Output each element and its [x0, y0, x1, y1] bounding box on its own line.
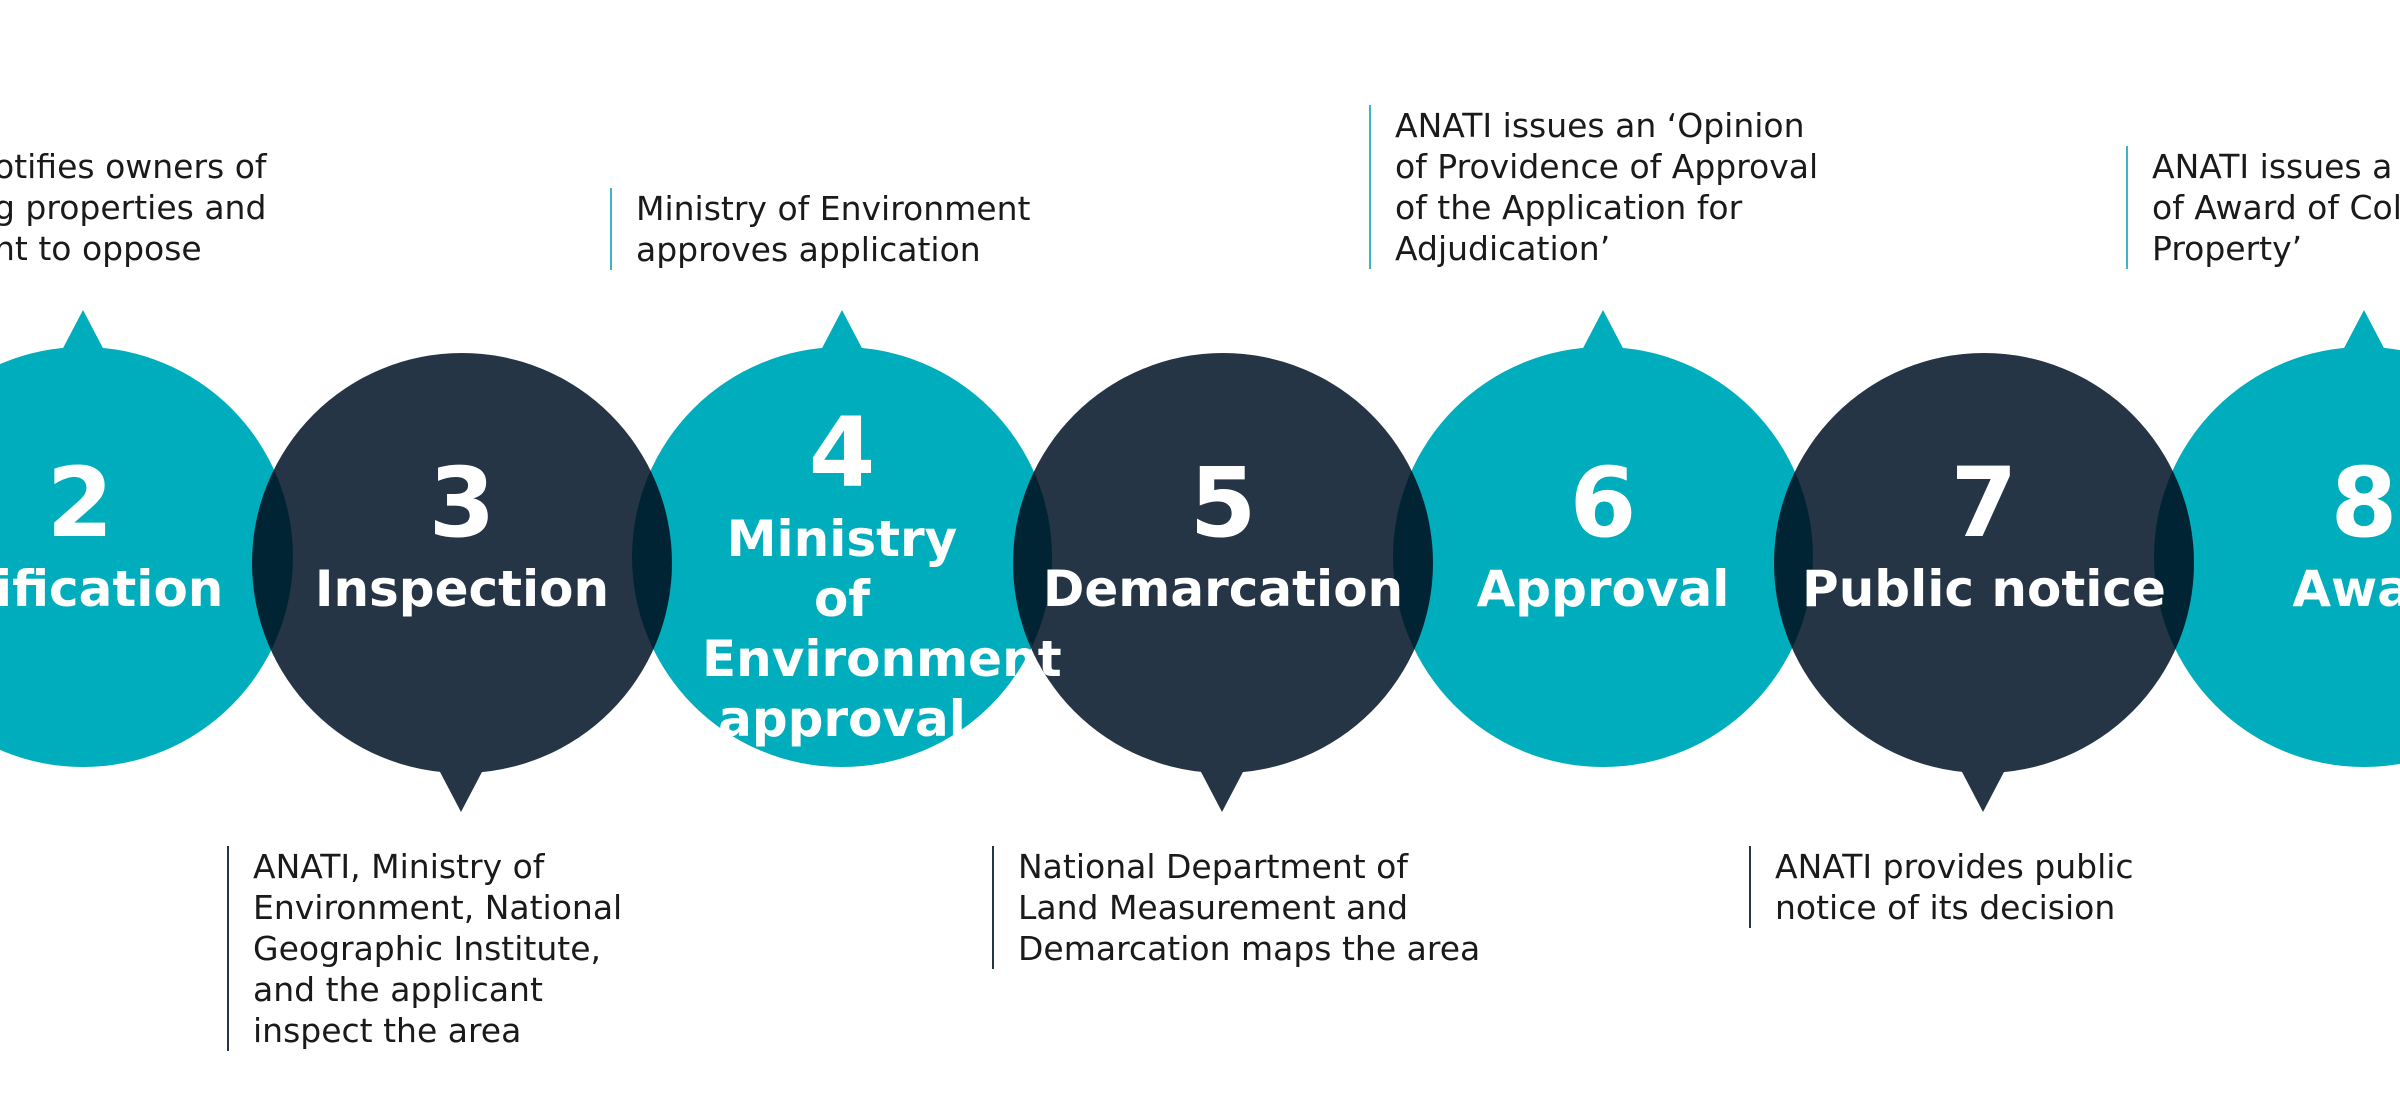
note-step-5: National Department of Land Measurement … [992, 846, 1538, 969]
note-step-3: ANATI, Ministry of Environment, National… [227, 846, 673, 1051]
step-3-label: 3 Inspection [272, 455, 652, 619]
step-title: Awar [2292, 560, 2400, 618]
step-8-pointer [2342, 310, 2386, 352]
step-number: 4 [808, 397, 876, 509]
step-title: Inspection [314, 560, 610, 618]
step-title: Demarcation [1042, 560, 1404, 618]
step-6-circle [1393, 347, 1813, 767]
step-number: 6 [1569, 447, 1637, 559]
step-title: otification [0, 560, 224, 618]
step-7-label: 7 Public notice [1794, 455, 2174, 619]
step-7-pointer [1961, 770, 2005, 812]
step-title: Public notice [1802, 560, 2166, 618]
note-step-2: otifies owners of g properties and ht to… [0, 147, 267, 268]
step-4-label: 4 Ministry of Environment approval [652, 397, 1062, 749]
step-number: 7 [1950, 447, 2018, 559]
step-5-circle [1013, 353, 1433, 773]
step-number: 8 [2330, 447, 2398, 559]
step-8-label: 8 Awar [2174, 455, 2400, 619]
step-number: 3 [428, 447, 496, 559]
step-5-label: 5 Demarcation [1033, 455, 1413, 619]
step-4-circle [632, 347, 1052, 767]
note-step-8: ANATI issues a ‘ of Award of Col Propert… [2126, 146, 2400, 269]
step-title: Ministry of Environment approval [702, 510, 1062, 748]
step-6-label: 6 Approval [1413, 455, 1793, 619]
step-7-circle [1774, 353, 2194, 773]
step-title: Approval [1476, 560, 1730, 618]
step-6-pointer [1581, 310, 1625, 352]
note-step-6: ANATI issues an ‘Opinion of Providence o… [1369, 105, 1915, 269]
step-5-pointer [1200, 770, 1244, 812]
step-number: 2 [46, 447, 114, 559]
step-2-label: 2 otification [0, 455, 270, 619]
step-4-pointer [820, 310, 864, 352]
step-3-pointer [439, 770, 483, 812]
step-3-circle [252, 353, 672, 773]
note-step-4: Ministry of Environment approves applica… [610, 188, 1106, 270]
note-step-7: ANATI provides public notice of its deci… [1749, 846, 2195, 928]
step-2-pointer [61, 310, 105, 352]
step-number: 5 [1189, 447, 1257, 559]
